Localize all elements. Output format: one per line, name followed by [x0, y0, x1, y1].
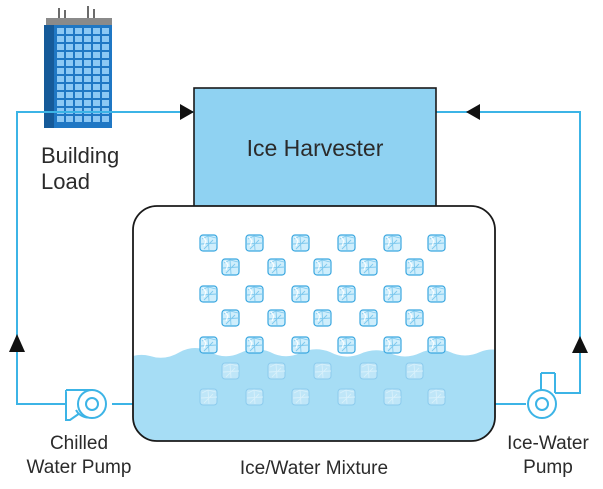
ice-cube-icon [405, 258, 424, 276]
ice-cube-icon [199, 234, 218, 252]
ice-cube-icon [359, 258, 378, 276]
ice-water-pump-line2: Pump [523, 457, 573, 478]
ice-cube-icon [245, 388, 264, 406]
chilled-water-pump-label: Chilled Water Pump [4, 432, 154, 480]
ice-cube-icon [245, 234, 264, 252]
ice-cube-icon [427, 388, 446, 406]
ice-cube-icon [337, 234, 356, 252]
ice-cube-icon [245, 285, 264, 303]
building-load-label: Building Load [41, 143, 119, 195]
ice-harvester-label: Ice Harvester [246, 135, 384, 161]
ice-cube-icon [359, 309, 378, 327]
ice-cube-icon [383, 388, 402, 406]
building-load-line1: Building [41, 143, 120, 168]
chilled-pump-line1: Chilled [49, 433, 109, 454]
ice-cube-icon [405, 309, 424, 327]
ice-cube-icon [313, 362, 332, 380]
chilled-water-pump-icon[interactable] [65, 389, 107, 421]
pipe-network [16, 111, 581, 405]
mixture-label: Ice/Water Mixture [239, 458, 389, 479]
ice-cube-icon [383, 234, 402, 252]
ice-cube-icon [337, 285, 356, 303]
ice-cube-icon [221, 362, 240, 380]
ice-cube-icon [199, 388, 218, 406]
ice-cube-icon [405, 362, 424, 380]
building-load-line2: Load [41, 169, 90, 194]
ice-cube-icon [221, 309, 240, 327]
ice-cube-icon [267, 258, 286, 276]
chilled-pump-line2: Water Pump [26, 457, 132, 478]
ice-water-pump-line1: Ice-Water [507, 433, 589, 454]
building-icon [44, 6, 112, 128]
ice-cube-icon [427, 234, 446, 252]
ice-cube-icon [383, 336, 402, 354]
ice-storage-tank [132, 205, 496, 442]
ice-cube-icon [221, 258, 240, 276]
ice-cube-icon [313, 309, 332, 327]
ice-water-pump-icon[interactable] [527, 372, 557, 419]
ice-water-pump-label: Ice-Water Pump [493, 432, 603, 480]
ice-cube-icon [291, 336, 310, 354]
ice-cube-icon [267, 309, 286, 327]
supply-pipe-left [16, 111, 193, 405]
ice-cube-icon [291, 234, 310, 252]
ice-cube-icon [291, 285, 310, 303]
ice-cube-icon [291, 388, 310, 406]
ice-cube-icon [337, 336, 356, 354]
ice-cube-icon [245, 336, 264, 354]
ice-cube-icon [267, 362, 286, 380]
ice-cube-icon [199, 285, 218, 303]
ice-cube-icon [359, 362, 378, 380]
return-pipe-right [436, 111, 581, 394]
ice-cube-icon [337, 388, 356, 406]
ice-cube-icon [199, 336, 218, 354]
flow-arrow-icon [9, 104, 588, 353]
ice-cube-icon [427, 336, 446, 354]
ice-cube-icon [427, 285, 446, 303]
ice-cube-icon [383, 285, 402, 303]
ice-cube-icon [313, 258, 332, 276]
